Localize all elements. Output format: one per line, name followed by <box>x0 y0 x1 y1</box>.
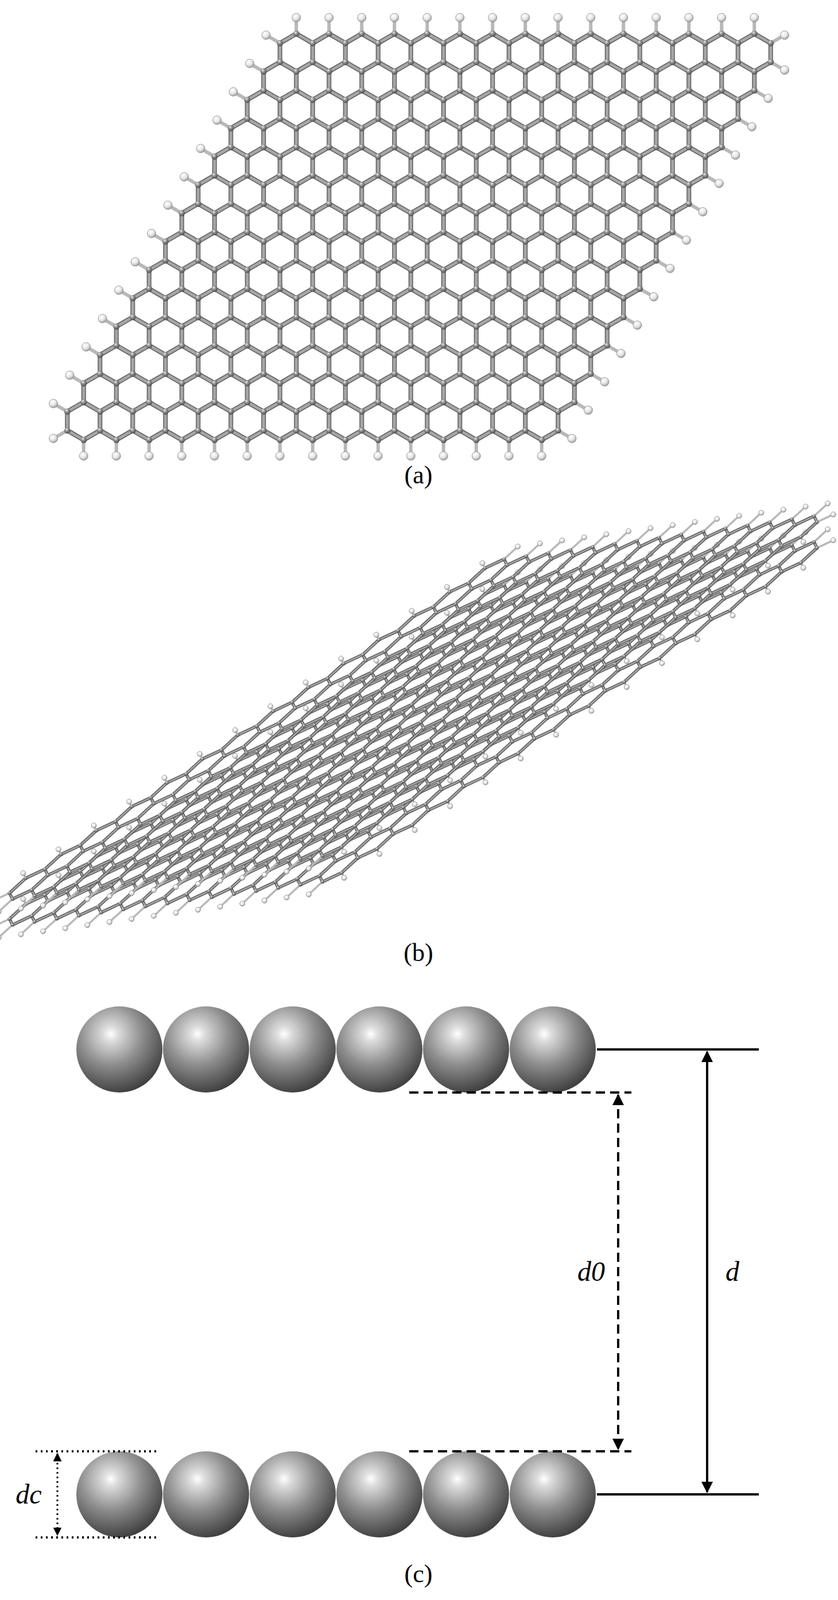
figure-stage: (a)(b)d0ddc(c) <box>0 0 838 1600</box>
